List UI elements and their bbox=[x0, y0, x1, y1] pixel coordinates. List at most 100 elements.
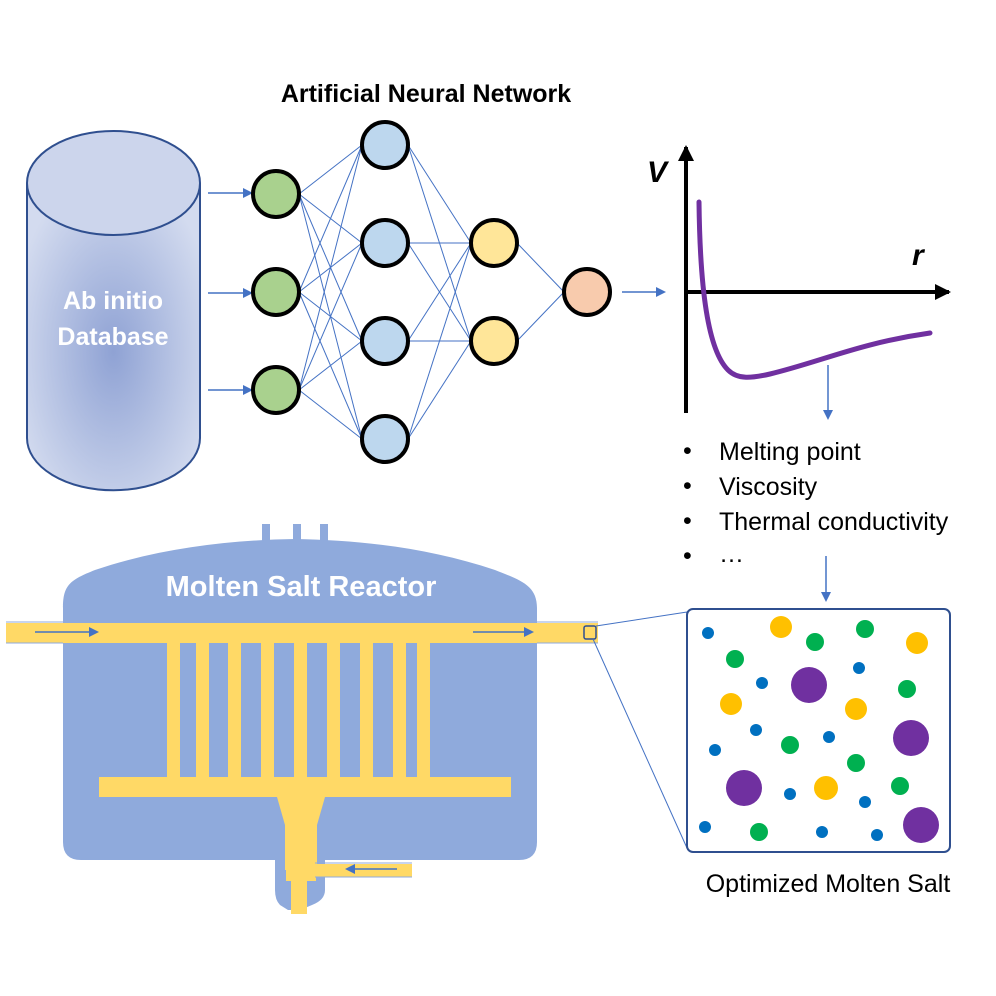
zoom-connector-line bbox=[592, 638, 688, 849]
network-connection bbox=[407, 242, 472, 440]
particle-yellow bbox=[906, 632, 928, 654]
x-axis-label: r bbox=[912, 239, 926, 272]
zoom-region-marker bbox=[583, 625, 597, 640]
bottom-header-pipe bbox=[99, 777, 511, 797]
property-melting-point: Melting point bbox=[719, 438, 861, 466]
fuel-channel bbox=[228, 642, 241, 779]
particle-yellow bbox=[770, 616, 792, 638]
network-title: Artificial Neural Network bbox=[281, 80, 571, 108]
particle-blue bbox=[816, 826, 828, 838]
database-label-line2: Database bbox=[57, 323, 168, 351]
zoom-connector-line bbox=[595, 611, 688, 627]
network-connection bbox=[516, 291, 565, 342]
list-item: • … bbox=[683, 540, 744, 570]
property-ellipsis: … bbox=[719, 540, 744, 568]
properties-list: • Melting point • Viscosity • Thermal co… bbox=[683, 437, 949, 602]
network-connection bbox=[407, 340, 472, 440]
particle-green bbox=[847, 754, 865, 772]
particle-blue bbox=[702, 627, 714, 639]
property-thermal-conductivity: Thermal conductivity bbox=[719, 508, 949, 536]
hidden-1-node bbox=[360, 218, 410, 268]
particle-blue bbox=[709, 744, 721, 756]
reactor-nozzle bbox=[320, 524, 328, 544]
particle-green bbox=[781, 736, 799, 754]
network-connection bbox=[298, 144, 363, 293]
particle-green bbox=[806, 633, 824, 651]
network-connection bbox=[407, 242, 472, 342]
input-node bbox=[251, 169, 301, 219]
particle-blue bbox=[823, 731, 835, 743]
hidden-2-node bbox=[469, 316, 519, 366]
particle-yellow bbox=[814, 776, 838, 800]
network-connection bbox=[516, 242, 565, 293]
database-cylinder: Ab initio Database bbox=[26, 130, 201, 492]
network-connection bbox=[298, 144, 363, 195]
salt-box-caption: Optimized Molten Salt bbox=[706, 870, 951, 898]
reactor-nozzle bbox=[293, 524, 301, 544]
bullet-icon: • bbox=[683, 437, 692, 465]
funnel bbox=[277, 797, 325, 870]
fuel-channel bbox=[261, 642, 274, 779]
particle-green bbox=[856, 620, 874, 638]
list-item: • Thermal conductivity bbox=[683, 507, 949, 536]
network-connection bbox=[298, 144, 363, 391]
list-item: • Melting point bbox=[683, 437, 861, 466]
particle-green bbox=[726, 650, 744, 668]
network-connection bbox=[298, 340, 363, 391]
particle-green bbox=[898, 680, 916, 698]
particle-green bbox=[891, 777, 909, 795]
particle-yellow bbox=[845, 698, 867, 720]
reactor-nozzle bbox=[262, 524, 270, 544]
hidden-1-node bbox=[360, 316, 410, 366]
particle-yellow bbox=[720, 693, 742, 715]
network-connection bbox=[407, 144, 472, 244]
particle-blue bbox=[871, 829, 883, 841]
particle-blue bbox=[859, 796, 871, 808]
input-node bbox=[251, 267, 301, 317]
property-viscosity: Viscosity bbox=[719, 473, 818, 501]
network-nodes bbox=[251, 120, 612, 464]
particle-blue bbox=[699, 821, 711, 833]
list-item: • Viscosity bbox=[683, 472, 818, 501]
fuel-channel bbox=[196, 642, 209, 779]
potential-energy-plot: V r bbox=[647, 145, 951, 420]
fuel-channels bbox=[167, 642, 430, 779]
y-axis-label: V bbox=[647, 156, 670, 189]
molten-salt-reactor: Molten Salt Reactor bbox=[6, 524, 688, 914]
particle-blue bbox=[784, 788, 796, 800]
top-header-pipe bbox=[6, 623, 598, 643]
particle-purple bbox=[903, 807, 939, 843]
hidden-2-node bbox=[469, 218, 519, 268]
reactor-label: Molten Salt Reactor bbox=[166, 571, 437, 603]
db-to-input-arrows bbox=[208, 188, 253, 395]
fuel-channel bbox=[360, 642, 373, 779]
inlet-side-pipe bbox=[315, 864, 412, 877]
salt-particles bbox=[699, 616, 939, 843]
input-node bbox=[251, 365, 301, 415]
hidden-1-node bbox=[360, 120, 410, 170]
fuel-channel bbox=[417, 642, 430, 779]
potential-curve bbox=[696, 199, 933, 380]
bullet-icon: • bbox=[683, 507, 692, 535]
outlet-pipe bbox=[291, 878, 307, 914]
optimized-salt-box: Optimized Molten Salt bbox=[686, 608, 951, 898]
fuel-channel bbox=[327, 642, 340, 779]
hidden-1-node bbox=[360, 414, 410, 464]
particle-blue bbox=[756, 677, 768, 689]
network-connections bbox=[298, 144, 565, 440]
bullet-icon: • bbox=[683, 472, 692, 500]
fuel-channel bbox=[393, 642, 406, 779]
fuel-channel bbox=[294, 642, 307, 779]
database-label-line1: Ab initio bbox=[63, 287, 163, 315]
network-connection bbox=[298, 242, 363, 391]
particle-purple bbox=[726, 770, 762, 806]
particle-blue bbox=[750, 724, 762, 736]
particle-purple bbox=[791, 667, 827, 703]
particle-purple bbox=[893, 720, 929, 756]
particle-blue bbox=[853, 662, 865, 674]
bullet-icon: • bbox=[683, 542, 692, 570]
output-node bbox=[562, 267, 612, 317]
fuel-channel bbox=[167, 642, 180, 779]
particle-green bbox=[750, 823, 768, 841]
